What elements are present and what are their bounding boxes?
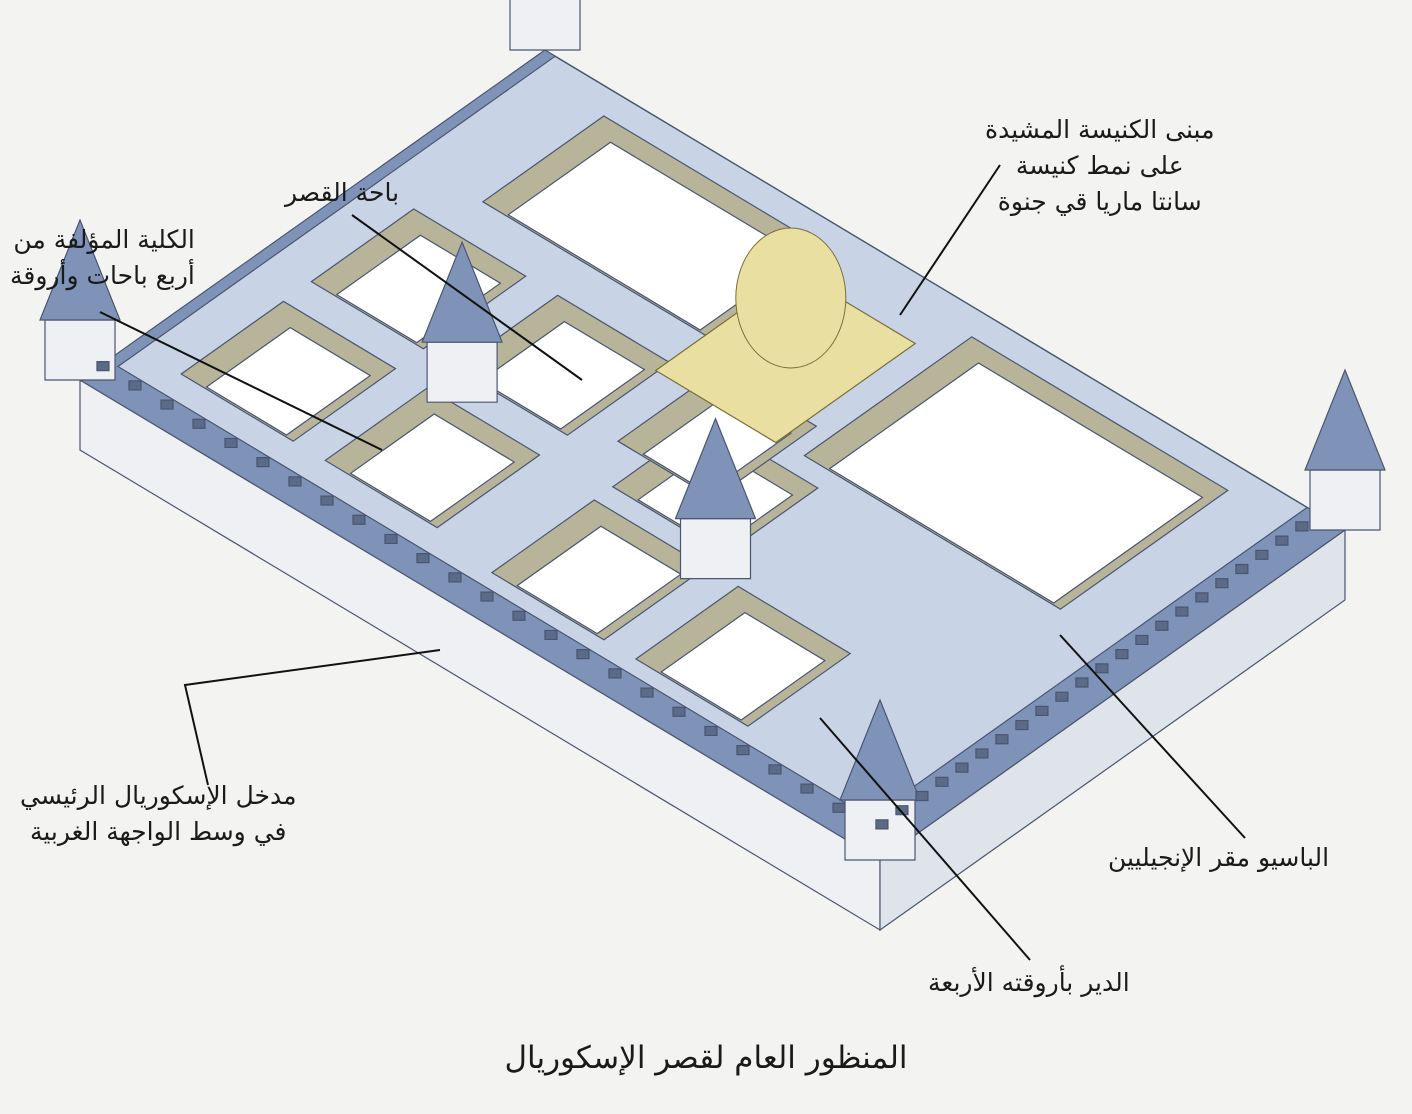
leader-church: [899, 164, 1001, 316]
dormer-window: [640, 687, 654, 698]
dormer-window: [544, 629, 558, 641]
dormer-window: [320, 495, 334, 506]
dormer-window: [875, 819, 889, 830]
dormer-window: [736, 745, 750, 756]
dormer-window: [448, 572, 462, 583]
dormer-window: [935, 776, 949, 787]
dormer-window: [1075, 677, 1089, 688]
dormer-window: [768, 764, 782, 775]
dormer-window: [1035, 705, 1049, 716]
dormer-window: [288, 476, 302, 487]
label-entrance: مدخل الإسكوريال الرئيسي في وسط الواجهة ا…: [20, 778, 296, 850]
figure-caption: المنظور العام لقصر الإسكوريال: [504, 1040, 908, 1076]
dormer-window: [1155, 620, 1169, 631]
dormer-window: [384, 533, 398, 545]
dormer-window: [352, 514, 366, 525]
label-college-line1: الكلية المؤلفة من: [13, 225, 195, 254]
leader-lines: [99, 164, 1246, 961]
dormer-window: [128, 380, 142, 391]
dormer-window: [96, 361, 110, 372]
tower-southeast-spire: [1304, 368, 1386, 471]
leader-college: [99, 311, 383, 451]
leader-evangelists: [1059, 634, 1246, 839]
dormer-window: [704, 725, 718, 737]
label-palace-court-line1: باحة القصر: [285, 178, 400, 207]
leader-palace-court: [351, 214, 583, 381]
college-tower-spire: [421, 240, 503, 343]
monastery-tower-spire: [674, 416, 757, 520]
dormer-window: [608, 668, 622, 679]
dormer-window: [955, 762, 969, 773]
label-college-line2: أربع باحات وأروقة: [10, 261, 195, 290]
dormer-window: [1095, 663, 1109, 674]
label-entrance-line2: في وسط الواجهة الغربية: [29, 817, 287, 846]
label-church-line1: مبنى الكنيسة المشيدة: [985, 115, 1215, 144]
label-church: مبنى الكنيسة المشيدة على نمط كنيسة سانتا…: [985, 112, 1214, 220]
tower-northeast-body: [509, 0, 581, 51]
dormer-window: [1115, 649, 1129, 660]
label-church-line3: سانتا ماريا قي جنوة: [997, 187, 1202, 216]
tower-southwest-spire: [839, 698, 921, 801]
leader-monastery: [819, 717, 1031, 961]
label-monastery-line1: الدير بأروقته الأربعة: [928, 968, 1130, 997]
dormer-window: [832, 802, 846, 813]
monastery-court-2: [660, 611, 826, 721]
basilica-dome: [735, 227, 847, 369]
dormer-window: [1215, 578, 1229, 589]
dormer-window: [1255, 549, 1269, 560]
dormer-window: [1055, 691, 1069, 702]
dormer-window: [192, 418, 206, 429]
dormer-window: [256, 457, 270, 468]
label-evangelists: الباسيو مقر الإنجيليين: [1108, 840, 1329, 876]
tower-southeast-body: [1309, 469, 1381, 531]
leader-entrance: [183, 649, 441, 786]
label-palace-court: باحة القصر: [285, 175, 399, 211]
dormer-window: [512, 610, 526, 621]
dormer-window: [995, 734, 1009, 745]
dormer-window: [160, 399, 174, 410]
dormer-window: [1135, 634, 1149, 646]
label-church-line2: على نمط كنيسة: [1015, 151, 1184, 180]
dormer-window: [576, 649, 590, 660]
dormer-window: [672, 706, 686, 717]
monastery-tower-body: [679, 517, 752, 580]
dormer-window: [1235, 563, 1249, 575]
tower-northwest-spire: [39, 218, 121, 321]
dormer-window: [480, 591, 494, 602]
label-monastery: الدير بأروقته الأربعة: [928, 965, 1130, 1001]
label-college: الكلية المؤلفة من أربع باحات وأروقة: [10, 222, 195, 294]
dormer-window: [1195, 592, 1209, 603]
college-court-4: [479, 320, 646, 430]
college-court-2: [349, 413, 516, 523]
dormer-window: [800, 783, 814, 794]
college-tower-body: [426, 341, 498, 403]
building-drawing: [39, 0, 1386, 932]
dormer-window: [1015, 719, 1029, 731]
dormer-window: [416, 553, 430, 564]
dormer-window: [1275, 535, 1289, 546]
dormer-window: [224, 437, 238, 449]
evangelists-court: [828, 362, 1204, 604]
college-court-1: [205, 326, 372, 436]
dormer-window: [915, 790, 929, 802]
dormer-window: [1175, 606, 1189, 617]
label-evangelists-line1: الباسيو مقر الإنجيليين: [1108, 843, 1330, 872]
label-entrance-line1: مدخل الإسكوريال الرئيسي: [20, 781, 297, 810]
dormer-window: [975, 748, 989, 759]
dormer-window: [1295, 521, 1309, 532]
